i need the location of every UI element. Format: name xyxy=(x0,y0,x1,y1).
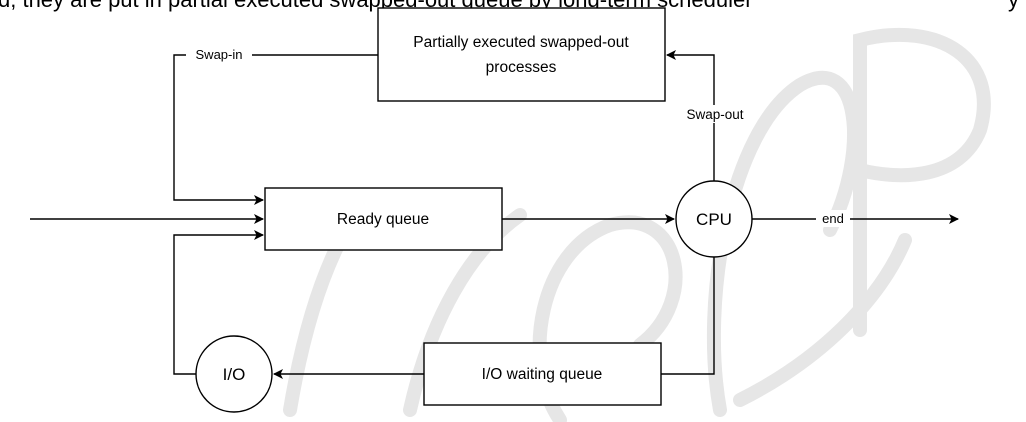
swap-out-label-bg xyxy=(678,105,752,123)
line-cpu-to-io-waiting-queue xyxy=(661,257,715,375)
swap-out-label: Swap-out xyxy=(686,107,743,122)
cut-off-text-right: y xyxy=(1008,0,1019,12)
end-label-bg xyxy=(816,210,850,227)
ready-queue-label: Ready queue xyxy=(337,211,429,228)
swapped-out-box-line1: Partially executed swapped-out xyxy=(413,34,629,51)
cpu-label: CPU xyxy=(696,210,732,229)
arrow-io-to-ready-queue xyxy=(173,230,264,375)
swap-in-label: Swap-in xyxy=(196,47,243,62)
io-waiting-queue-label: I/O waiting queue xyxy=(482,366,603,383)
arrow-swap-out xyxy=(666,50,715,181)
end-label: end xyxy=(822,211,844,226)
swap-in-label-bg xyxy=(186,46,252,63)
swapped-out-processes-box xyxy=(377,7,666,102)
io-waiting-queue-box xyxy=(423,342,662,406)
ready-queue-box xyxy=(264,187,503,251)
watermark-stroke-6 xyxy=(733,233,912,407)
io-label: I/O xyxy=(223,365,246,384)
arrow-swap-in xyxy=(173,54,378,205)
swapped-out-box-line2: processes xyxy=(486,59,557,76)
watermark-stroke-5 xyxy=(853,27,991,337)
